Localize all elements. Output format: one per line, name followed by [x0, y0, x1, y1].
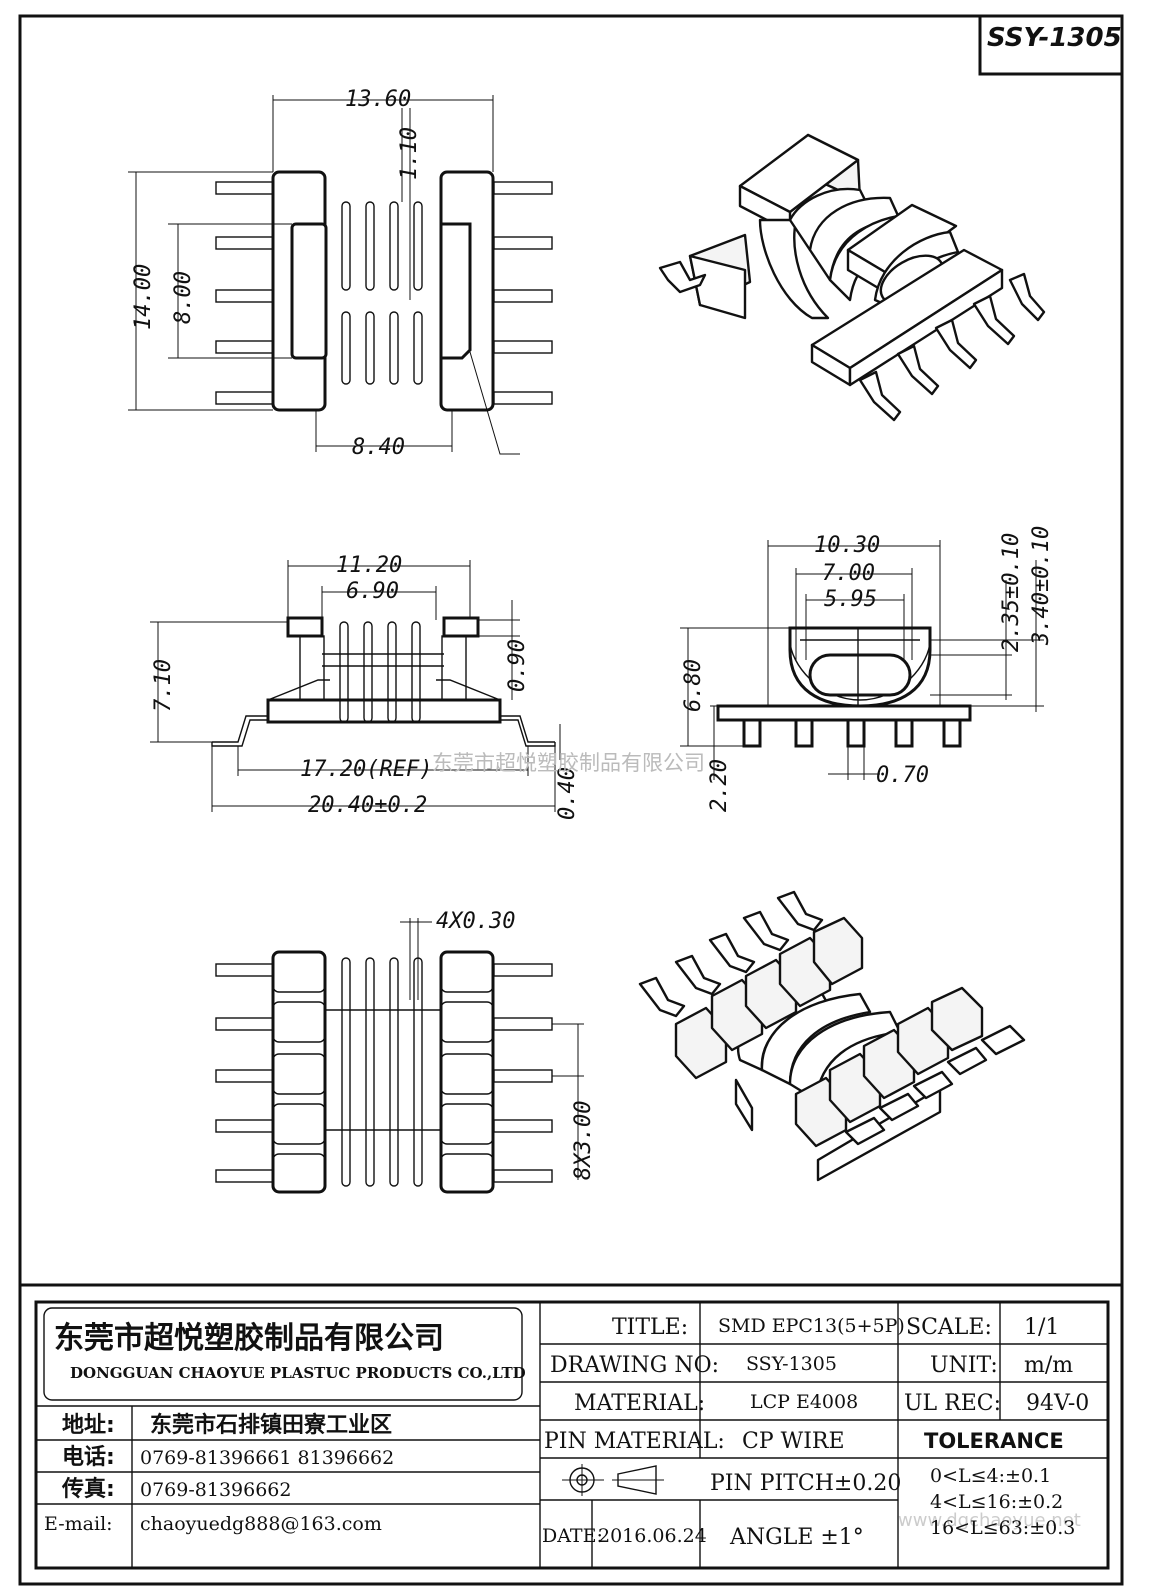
- iso-view-bottom-pads: [674, 916, 984, 1148]
- iso-view-bottom-pins: [638, 890, 1026, 1146]
- material-label: MATERIAL:: [574, 1391, 705, 1416]
- tolerance-2: 4<L≤16:±0.2: [930, 1491, 1063, 1513]
- side-view-wire-slots: [339, 621, 421, 723]
- angle: ANGLE ±1°: [729, 1525, 864, 1550]
- unit-value: m/m: [1024, 1353, 1073, 1378]
- ul-label: UL REC:: [904, 1391, 1001, 1416]
- dim-top-inner: 8.00: [171, 271, 196, 324]
- dim-side-total: 20.40±0.2: [308, 793, 427, 818]
- dim-end-width: 10.30: [814, 533, 880, 558]
- end-view-pins: [742, 718, 962, 748]
- dim-top-bottom: 8.40: [352, 435, 405, 460]
- bottom-view-right-pins: [493, 963, 553, 1183]
- pin-material-label: PIN MATERIAL:: [544, 1429, 725, 1454]
- drawing-code-box: [978, 14, 1124, 76]
- drawing-no-value: SSY-1305: [746, 1353, 837, 1375]
- company-name-en: DONGGUAN CHAOYUE PLASTUC PRODUCTS CO.,LT…: [70, 1364, 526, 1382]
- iso-view-top: [658, 133, 1046, 422]
- drawing-no-label: DRAWING NO:: [550, 1353, 719, 1378]
- drawing-code: SSY-1305: [987, 23, 1122, 53]
- material-value: LCP E4008: [750, 1391, 858, 1413]
- bottom-view-pads: [272, 951, 494, 1193]
- company-box: [43, 1307, 523, 1401]
- phone-label: 电话:: [62, 1445, 115, 1470]
- bottom-view-left-pins: [215, 963, 275, 1183]
- dim-end-h2: 3.40±0.10: [1029, 526, 1054, 646]
- dim-side-inner: 6.90: [346, 579, 399, 604]
- email-label: E-mail:: [44, 1513, 113, 1535]
- dim-end-w2: 7.00: [822, 561, 875, 586]
- tolerance-3: 16<L≤63:±0.3: [930, 1517, 1075, 1539]
- pin-material-value: CP WIRE: [742, 1429, 845, 1454]
- date-label: DATE:: [542, 1525, 603, 1547]
- title-block: 东莞市超悦塑胶制品有限公司 DONGGUAN CHAOYUE PLASTUC P…: [34, 1300, 1110, 1570]
- dim-end-h1: 2.35±0.10: [999, 533, 1024, 652]
- dim-side-pin: 0.40: [555, 767, 580, 820]
- dim-side-width: 11.20: [336, 553, 402, 578]
- dim-side-flange: 0.90: [505, 639, 530, 692]
- dim-end-height: 6.80: [681, 659, 706, 712]
- end-view: 10.30 7.00 5.95 6.80 2.20 2.35±0.10 3.40…: [680, 526, 1054, 812]
- email: chaoyuedg888@163.com: [140, 1513, 382, 1535]
- top-view-wire-slots: [341, 201, 423, 385]
- scale-label: SCALE:: [906, 1315, 992, 1340]
- title-label: TITLE:: [612, 1315, 688, 1340]
- watermark-url: www.dgchaoyue.net: [898, 1510, 1081, 1531]
- address-label: 地址:: [62, 1413, 115, 1438]
- company-name-cn: 东莞市超悦塑胶制品有限公司: [54, 1321, 444, 1356]
- iso-view-bottom: [638, 890, 1026, 1182]
- watermark: 东莞市超悦塑胶制品有限公司: [432, 751, 705, 775]
- side-view: 11.20 6.90 7.10 0.90 17.20(REF) 20.40±0.…: [150, 553, 580, 820]
- top-view-left-pins: [215, 181, 275, 405]
- phone: 0769-81396661 81396662: [140, 1447, 394, 1469]
- dim-side-height: 7.10: [151, 659, 176, 712]
- ul-value: 94V-0: [1026, 1391, 1089, 1416]
- iso-view-top-pins: [858, 272, 1046, 422]
- dim-bottom-pitch: 8X3.00: [571, 1101, 596, 1180]
- date-value: 2016.06.24: [598, 1525, 707, 1547]
- dim-bottom-slots: 4X0.30: [436, 909, 515, 934]
- unit-label: UNIT:: [930, 1353, 998, 1378]
- bottom-view: 4X0.30 8X3.00: [215, 909, 596, 1194]
- projection-symbol: [562, 1464, 664, 1496]
- scale-value: 1/1: [1024, 1315, 1059, 1340]
- top-view-right-pins: [493, 181, 553, 405]
- top-view: 13.60 14.00 8.00 1.10 8.40: [128, 87, 553, 460]
- tolerance-1: 0<L≤4:±0.1: [930, 1465, 1051, 1487]
- address: 东莞市石排镇田寮工业区: [150, 1412, 392, 1438]
- title-value: SMD EPC13(5+5P): [718, 1315, 905, 1337]
- dim-top-width: 13.60: [345, 87, 411, 112]
- dim-end-pin-w: 0.70: [876, 763, 929, 788]
- sheet-border: [18, 14, 1124, 1586]
- dim-side-ref: 17.20(REF): [300, 757, 432, 782]
- dim-end-w3: 5.95: [824, 587, 877, 612]
- dim-end-pin-h: 2.20: [707, 759, 732, 812]
- tolerance-label: TOLERANCE: [924, 1429, 1064, 1453]
- fax: 0769-81396662: [140, 1479, 291, 1501]
- pin-pitch: PIN PITCH±0.20: [710, 1471, 901, 1496]
- fax-label: 传真:: [61, 1476, 115, 1502]
- dim-top-gap: 1.10: [397, 127, 422, 180]
- dim-top-height: 14.00: [131, 264, 156, 330]
